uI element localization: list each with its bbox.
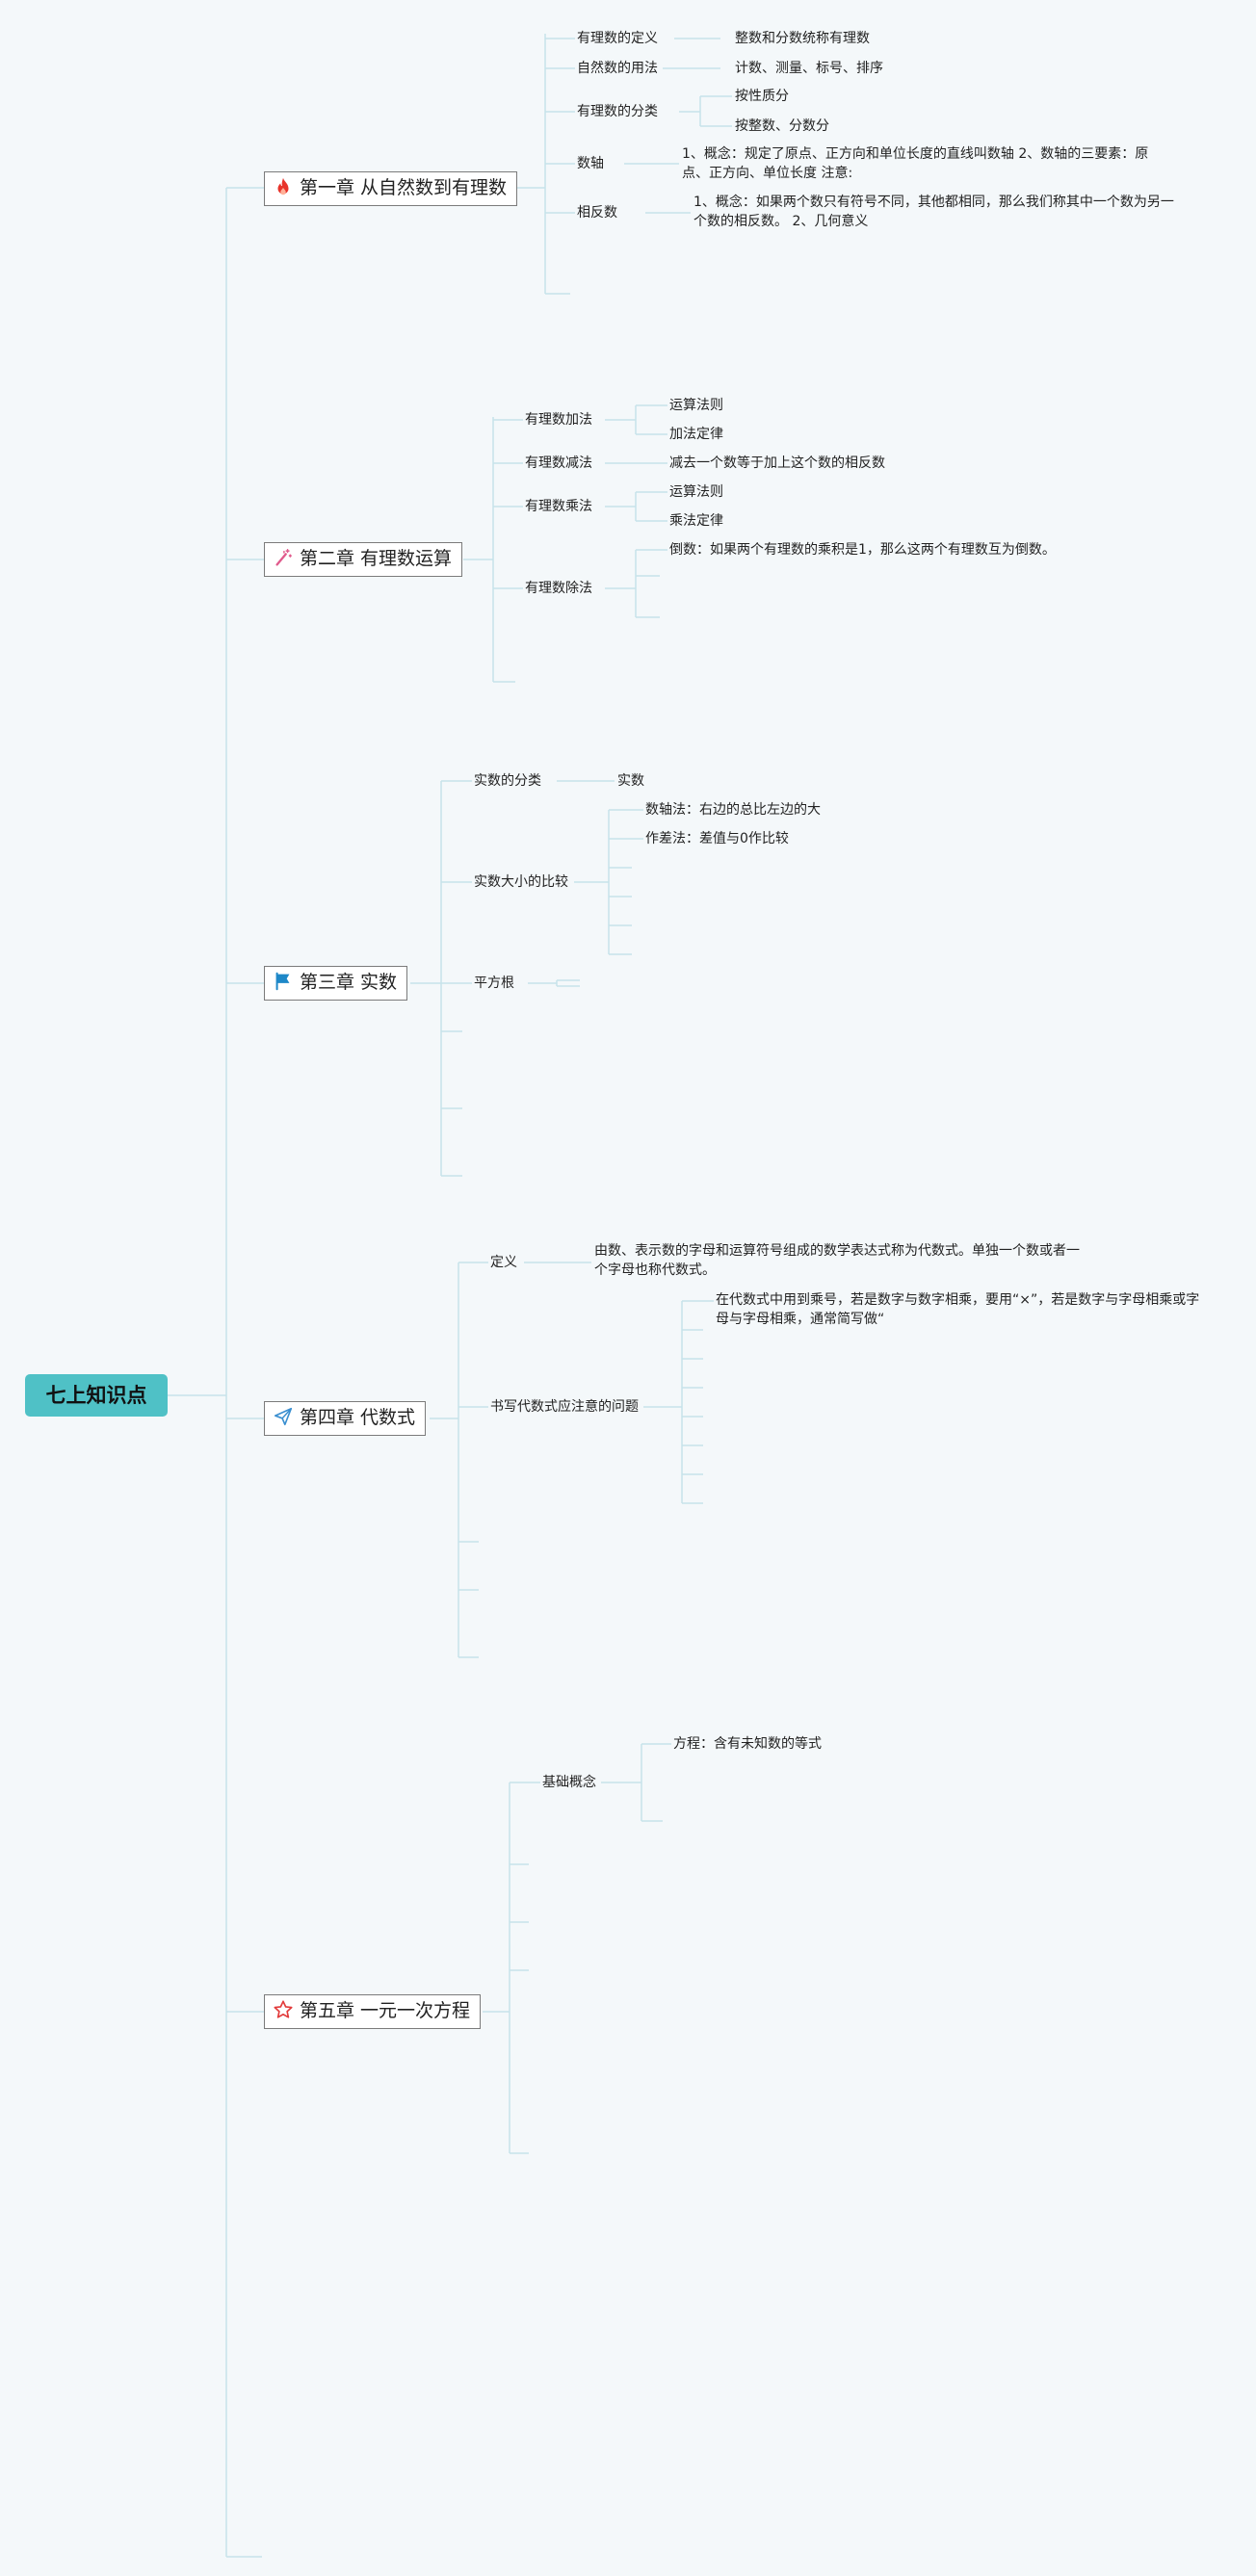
detail-1-3-1: 按性质分 bbox=[735, 89, 789, 104]
detail-2-1-1: 运算法则 bbox=[669, 398, 723, 413]
detail-2-3-2: 乘法定律 bbox=[669, 513, 723, 529]
detail-1-5-1: 1、概念：如果两个数只有符号不同，其他都相同，那么我们称其中一个数为另一个数的相… bbox=[693, 195, 1174, 229]
detail-4-1-1: 由数、表示数的字母和运算符号组成的数学表达式称为代数式。单独一个数或者一个字母也… bbox=[594, 1243, 1080, 1278]
topic-1-4[interactable]: 数轴 bbox=[577, 156, 604, 171]
fire-icon bbox=[273, 176, 294, 197]
chapter-2-node[interactable]: 第二章 有理数运算 bbox=[264, 542, 463, 577]
chapter-3-label: 第三章 实数 bbox=[300, 972, 398, 993]
detail-1-2-1: 计数、测量、标号、排序 bbox=[735, 61, 883, 76]
star-icon bbox=[273, 1999, 294, 2020]
topic-4-1[interactable]: 定义 bbox=[490, 1255, 517, 1270]
detail-2-3-1: 运算法则 bbox=[669, 484, 723, 500]
topic-3-3[interactable]: 平方根 bbox=[474, 976, 514, 991]
chapter-5-node[interactable]: 第五章 一元一次方程 bbox=[264, 1994, 482, 2029]
chapter-1-label: 第一章 从自然数到有理数 bbox=[300, 177, 508, 198]
chapter-5-label: 第五章 一元一次方程 bbox=[300, 2000, 471, 2021]
chapter-4-label: 第四章 代数式 bbox=[300, 1407, 416, 1428]
topic-3-1[interactable]: 实数的分类 bbox=[474, 773, 541, 789]
topic-4-2[interactable]: 书写代数式应注意的问题 bbox=[490, 1399, 639, 1415]
detail-1-4-1: 1、概念：规定了原点、正方向和单位长度的直线叫数轴 2、数轴的三要素：原点、正方… bbox=[682, 146, 1149, 181]
topic-5-1[interactable]: 基础概念 bbox=[542, 1775, 596, 1790]
detail-3-2-1: 数轴法：右边的总比左边的大 bbox=[645, 802, 821, 818]
topic-2-3[interactable]: 有理数乘法 bbox=[525, 499, 592, 514]
detail-2-2-1: 减去一个数等于加上这个数的相反数 bbox=[669, 455, 885, 471]
chapter-3-node[interactable]: 第三章 实数 bbox=[264, 966, 408, 1001]
detail-4-2-1: 在代数式中用到乘号，若是数字与数字相乘，要用“×”，若是数字与字母相乘或字母与字… bbox=[716, 1292, 1200, 1327]
topic-1-3[interactable]: 有理数的分类 bbox=[577, 104, 658, 119]
detail-3-2-2: 作差法：差值与0作比较 bbox=[645, 831, 789, 846]
detail-3-1-1: 实数 bbox=[617, 773, 644, 789]
chapter-2-label: 第二章 有理数运算 bbox=[300, 548, 453, 569]
topic-1-2[interactable]: 自然数的用法 bbox=[577, 61, 658, 76]
detail-1-1-1: 整数和分数统称有理数 bbox=[735, 31, 870, 46]
detail-1-3-2: 按整数、分数分 bbox=[735, 118, 829, 134]
topic-3-2[interactable]: 实数大小的比较 bbox=[474, 874, 568, 890]
topic-1-1[interactable]: 有理数的定义 bbox=[577, 31, 658, 46]
root-node[interactable]: 七上知识点 bbox=[25, 1374, 168, 1417]
detail-5-1-1: 方程：含有未知数的等式 bbox=[673, 1736, 822, 1752]
magic-wand-icon bbox=[273, 547, 294, 568]
topic-1-5[interactable]: 相反数 bbox=[577, 205, 617, 221]
flag-icon bbox=[273, 971, 294, 992]
topic-2-1[interactable]: 有理数加法 bbox=[525, 412, 592, 428]
chapter-1-node[interactable]: 第一章 从自然数到有理数 bbox=[264, 171, 518, 206]
topic-2-2[interactable]: 有理数减法 bbox=[525, 455, 592, 471]
topic-2-4[interactable]: 有理数除法 bbox=[525, 581, 592, 596]
paper-plane-icon bbox=[273, 1406, 294, 1427]
detail-2-1-2: 加法定律 bbox=[669, 427, 723, 442]
chapter-4-node[interactable]: 第四章 代数式 bbox=[264, 1401, 427, 1436]
detail-2-4-1: 倒数：如果两个有理数的乘积是1，那么这两个有理数互为倒数。 bbox=[669, 542, 1056, 558]
